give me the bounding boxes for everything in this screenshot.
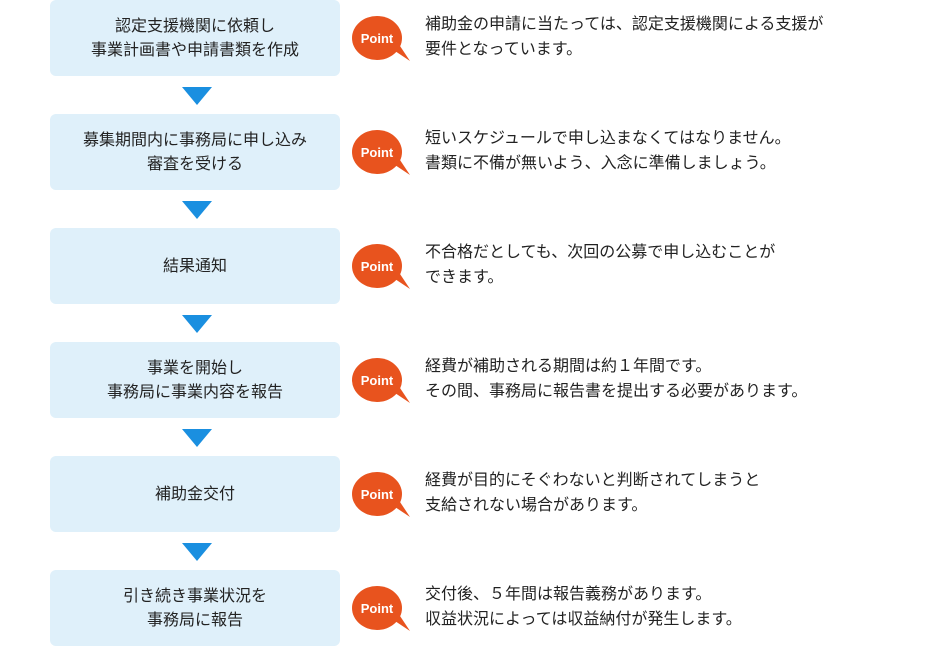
note-6-line-1: 交付後、５年間は報告義務があります。: [425, 584, 712, 603]
note-6-line-2: 収益状況によっては収益納付が発生します。: [425, 609, 742, 628]
point-badge-4: Point: [352, 357, 410, 403]
note-1-line-1: 補助金の申請に当たっては、認定支援機関による支援が: [425, 14, 824, 33]
point-badge-5: Point: [352, 471, 410, 517]
step-box-1: 認定支援機関に依頼し 事業計画書や申請書類を作成: [50, 0, 340, 76]
step-2-line-2: 審査を受ける: [146, 154, 243, 173]
point-badge-1: Point: [352, 15, 410, 61]
note-4-line-2: その間、事務局に報告書を提出する必要があります。: [425, 381, 808, 400]
point-label-4: Point: [360, 372, 394, 388]
point-label-5: Point: [360, 486, 394, 502]
point-label-1: Point: [360, 30, 394, 46]
step-note-2: 短いスケジュールで申し込まなくてはなりません。 書類に不備が無いよう、入念に準備…: [425, 125, 925, 175]
point-label-2: Point: [360, 144, 394, 160]
step-note-4: 経費が補助される期間は約１年間です。 その間、事務局に報告書を提出する必要があり…: [425, 353, 925, 403]
step-box-4: 事業を開始し 事務局に事業内容を報告: [50, 342, 340, 418]
step-2-line-1: 募集期間内に事務局に申し込み: [82, 130, 307, 149]
step-note-6: 交付後、５年間は報告義務があります。 収益状況によっては収益納付が発生します。: [425, 581, 925, 631]
note-4-line-1: 経費が補助される期間は約１年間です。: [425, 356, 712, 375]
step-6-line-2: 事務局に報告: [146, 610, 243, 629]
step-note-5: 経費が目的にそぐわないと判断されてしまうと 支給されない場合があります。: [425, 467, 925, 517]
point-label-6: Point: [360, 600, 394, 616]
step-4-line-1: 事業を開始し: [146, 358, 243, 377]
step-box-6: 引き続き事業状況を 事務局に報告: [50, 570, 340, 646]
note-5-line-1: 経費が目的にそぐわないと判断されてしまうと: [425, 470, 761, 489]
note-1-line-2: 要件となっています。: [425, 39, 583, 58]
note-2-line-1: 短いスケジュールで申し込まなくてはなりません。: [425, 128, 791, 147]
step-1-line-2: 事業計画書や申請書類を作成: [90, 40, 299, 59]
note-2-line-2: 書類に不備が無いよう、入念に準備しましょう。: [425, 153, 776, 172]
point-badge-3: Point: [352, 243, 410, 289]
down-arrow-icon: [182, 315, 212, 333]
step-note-3: 不合格だとしても、次回の公募で申し込むことが できます。: [425, 239, 925, 289]
step-1-line-1: 認定支援機関に依頼し: [114, 16, 275, 35]
step-6-line-1: 引き続き事業状況を: [122, 586, 267, 605]
step-3-line-1: 結果通知: [162, 256, 227, 275]
note-5-line-2: 支給されない場合があります。: [425, 495, 648, 514]
step-4-line-2: 事務局に事業内容を報告: [106, 382, 283, 401]
point-label-3: Point: [360, 258, 394, 274]
note-3-line-1: 不合格だとしても、次回の公募で申し込むことが: [425, 242, 776, 261]
note-3-line-2: できます。: [425, 267, 504, 286]
down-arrow-icon: [182, 429, 212, 447]
down-arrow-icon: [182, 201, 212, 219]
step-note-1: 補助金の申請に当たっては、認定支援機関による支援が 要件となっています。: [425, 11, 925, 61]
down-arrow-icon: [182, 87, 212, 105]
step-box-5: 補助金交付: [50, 456, 340, 532]
down-arrow-icon: [182, 543, 212, 561]
step-box-3: 結果通知: [50, 228, 340, 304]
step-5-line-1: 補助金交付: [154, 484, 235, 503]
step-box-2: 募集期間内に事務局に申し込み 審査を受ける: [50, 114, 340, 190]
point-badge-6: Point: [352, 585, 410, 631]
point-badge-2: Point: [352, 129, 410, 175]
